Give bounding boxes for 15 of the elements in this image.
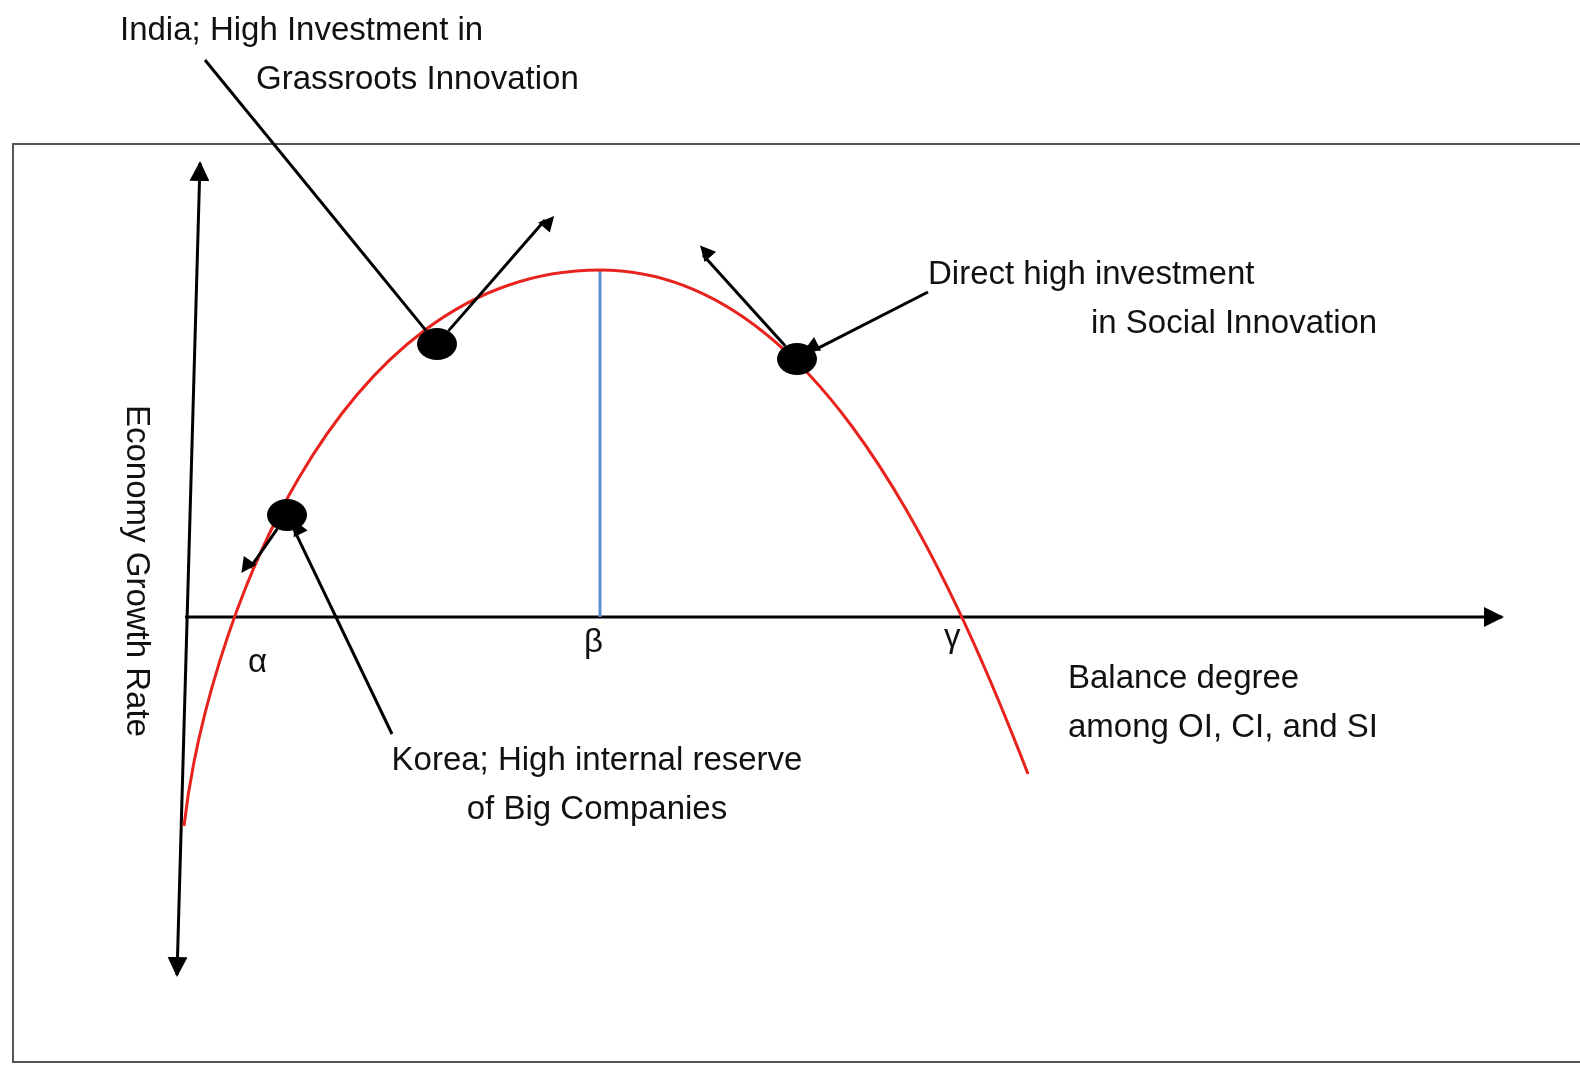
data-point-dot [777, 343, 817, 375]
arrow [700, 245, 787, 348]
leader-line [203, 59, 428, 332]
axis-tick-label: γ [944, 616, 961, 656]
annotation-text: India; High Investment in Grassroots Innovation [120, 4, 600, 102]
arrow [447, 215, 555, 332]
data-point-dot [417, 328, 457, 360]
arrow [241, 528, 279, 574]
axis-tick-label: α [248, 641, 268, 681]
annotation-text: Korea; High internal reserve of Big Companies [387, 734, 807, 832]
axis-tick-label: β [584, 621, 603, 661]
axis-title: Balance degree among OI, CI, and SI [1068, 657, 1379, 746]
annotation-text: Direct high investment in Social Innovation [928, 248, 1398, 346]
axis-title: Economy Growth Rate [119, 405, 158, 737]
data-point-dot [267, 499, 307, 531]
